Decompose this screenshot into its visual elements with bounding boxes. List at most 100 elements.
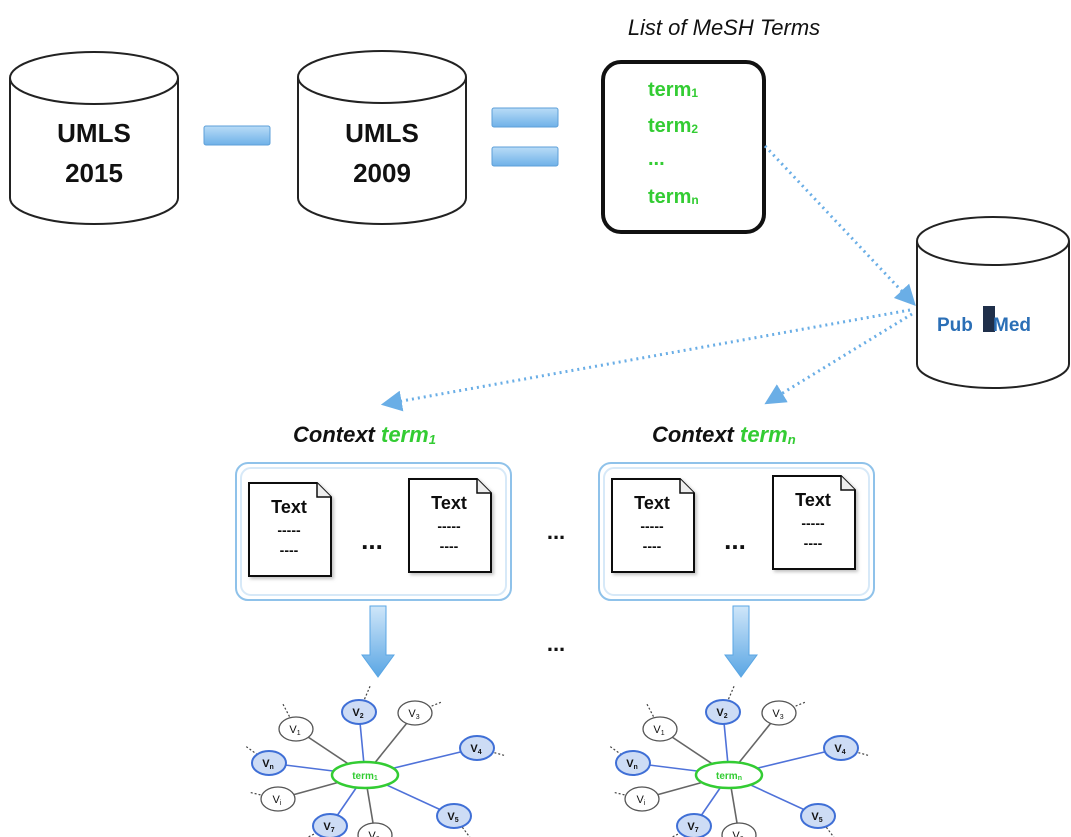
graph-node-v1 (642, 716, 678, 742)
graph-edge-stub (281, 702, 292, 721)
context-title-n: Context termn (652, 422, 796, 447)
graph-node-label: V7 (687, 821, 698, 834)
graph-edge-stub (612, 791, 633, 798)
graph-node-vn (615, 750, 651, 776)
graph-node-v7 (312, 813, 348, 837)
pubmed-logo-med: Med (993, 315, 1031, 336)
graph-node-label: V1 (289, 724, 300, 737)
graph-edge-stub (823, 823, 835, 837)
graph-edge-stub (645, 702, 656, 721)
document-title: Text (271, 497, 307, 517)
graph-node-label: V3 (408, 708, 419, 721)
graph-node-v7 (676, 813, 712, 837)
graph-node-v5 (436, 803, 472, 829)
arrow-pubmed-to-contextn (764, 312, 913, 405)
umls-2009-line1: UMLS (345, 118, 419, 148)
graph-center-node (330, 760, 400, 790)
umls-2015-line2: 2015 (65, 158, 123, 188)
graph-center-node (694, 760, 764, 790)
mesh-term-n: termn (648, 186, 699, 208)
contexts-ellipsis: ... (547, 519, 565, 544)
document-title: Text (795, 490, 831, 510)
text-document-1: Text--------- (248, 482, 332, 577)
graph-node-v5 (800, 803, 836, 829)
graph-node-v3 (397, 700, 433, 726)
mesh-term-2: term2 (648, 115, 698, 137)
graph-node-v4 (459, 735, 495, 761)
term-graph-n: termnV2V3V1V4VnViV5V7V6 (608, 684, 871, 837)
graph-edge-stub (424, 700, 443, 710)
graph-edge-stub (788, 700, 807, 710)
graph-center-label: term1 (352, 771, 378, 782)
umls-2009-database: UMLS 2009 (297, 50, 467, 225)
document-line: ---- (280, 542, 299, 558)
document-line: ---- (804, 535, 823, 551)
graph-center-label: termn (716, 771, 742, 782)
graph-node-vi (624, 786, 660, 812)
mesh-term-1: term1 (648, 79, 698, 101)
document-line: ----- (437, 518, 461, 534)
docs-ellipsis-1: ... (361, 525, 383, 555)
graph-node-label: V4 (470, 743, 481, 756)
graph-node-label: Vi (273, 794, 282, 807)
graph-edge-stub (486, 750, 507, 757)
text-document-2: Text--------- (408, 478, 492, 573)
umls-2015-database: UMLS 2015 (9, 51, 179, 225)
mesh-term-ellipsis: ... (648, 148, 665, 170)
dotted-arrows (380, 144, 916, 412)
minus-operator (203, 125, 271, 146)
graph-node-label: Vi (637, 794, 646, 807)
arrow-mesh-to-pubmed (763, 144, 916, 307)
graph-node-label: V3 (772, 708, 783, 721)
graph-edge-stub (244, 744, 262, 758)
umls-2009-line2: 2009 (353, 158, 411, 188)
graph-edge-stub (248, 791, 269, 798)
graph-node-v2 (341, 699, 377, 725)
graph-node-v3 (761, 700, 797, 726)
pubmed-database: Pub Med (916, 216, 1070, 389)
document-line: ----- (640, 518, 664, 534)
graph-node-v2 (705, 699, 741, 725)
graph-edge-stub (726, 684, 736, 704)
graph-edge-stub (306, 829, 322, 837)
mesh-terms-box: term1 term2 ... termn (601, 60, 766, 234)
graph-node-v1 (278, 716, 314, 742)
graph-edge-stub (362, 684, 372, 704)
docs-ellipsis-n: ... (724, 525, 746, 555)
down-arrow-1 (361, 605, 395, 678)
context-title-1: Context term1 (293, 422, 436, 447)
document-title: Text (634, 493, 670, 513)
graph-node-label: V2 (352, 707, 363, 720)
graph-node-label: V5 (811, 811, 822, 824)
document-line: ----- (801, 515, 825, 531)
pubmed-logo-pub: Pub (937, 315, 973, 336)
graph-node-vi (260, 786, 296, 812)
down-arrow-n (724, 605, 758, 678)
graph-node-label: V4 (834, 743, 845, 756)
document-title: Text (431, 493, 467, 513)
graphs-ellipsis: ... (547, 631, 565, 656)
document-line: ----- (277, 522, 301, 538)
graph-node-v4 (823, 735, 859, 761)
graph-node-v6 (721, 822, 757, 837)
graph-node-label: V2 (716, 707, 727, 720)
text-document-3: Text--------- (611, 478, 695, 573)
graph-node-label: V1 (653, 724, 664, 737)
term-graph-1: term1V2V3V1V4VnViV5V7V6 (244, 684, 507, 837)
umls-2015-line1: UMLS (57, 118, 131, 148)
arrow-pubmed-to-context1 (380, 308, 911, 412)
graph-node-label: V7 (323, 821, 334, 834)
document-line: ---- (440, 538, 459, 554)
graph-node-label: Vn (626, 758, 638, 771)
document-line: ---- (643, 538, 662, 554)
graph-edge-stub (608, 744, 626, 758)
text-document-4: Text--------- (772, 475, 856, 570)
graph-node-v6 (357, 822, 393, 837)
pubmed-logo: Pub Med (937, 306, 1031, 336)
graph-node-label: Vn (262, 758, 274, 771)
equals-operator (491, 107, 559, 167)
graph-node-vn (251, 750, 287, 776)
graph-node-label: V5 (447, 811, 458, 824)
mesh-list-title: List of MeSH Terms (628, 15, 820, 40)
